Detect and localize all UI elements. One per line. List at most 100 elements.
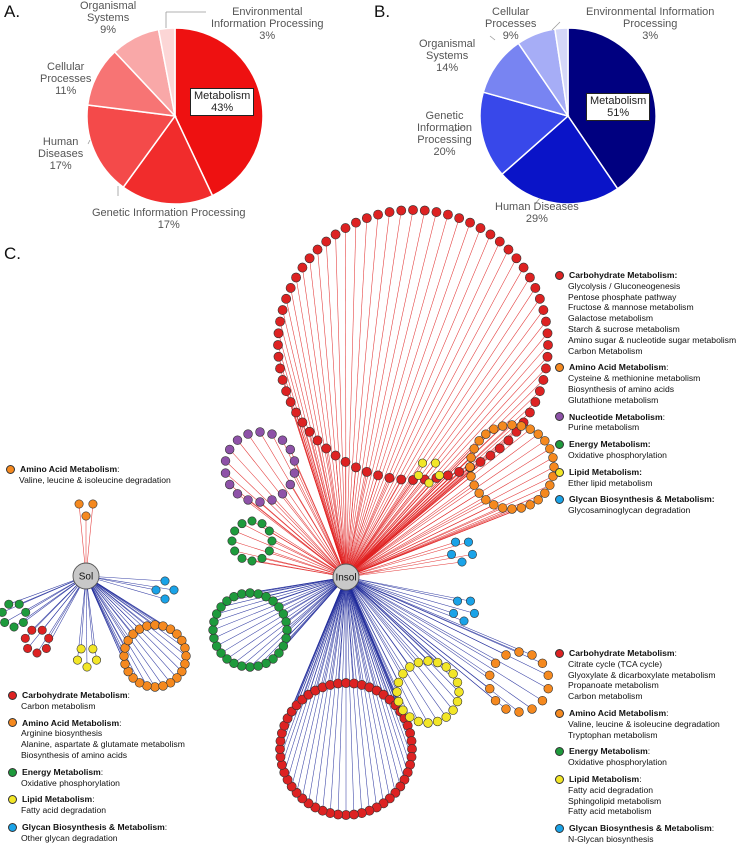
- insol-edge: [345, 433, 539, 578]
- insol-node-orange: [540, 436, 550, 446]
- insol-edge: [337, 576, 347, 684]
- insol-node-orange: [516, 503, 527, 513]
- insol-node-green: [268, 596, 278, 606]
- legend-item: Carbon metabolism: [21, 700, 96, 711]
- legend-title: Amino Acid Metabolism: [20, 464, 118, 474]
- sol-node-orange: [165, 624, 176, 634]
- insol-node-blue: [451, 537, 461, 547]
- insol-edge: [345, 576, 384, 804]
- insol-edge: [345, 541, 469, 578]
- insol-node-red: [542, 351, 553, 362]
- insol-node-yellow: [434, 470, 444, 480]
- insol-node-red: [485, 450, 496, 461]
- pie-a-label-organismal: Organismal Systems 9%: [80, 0, 137, 36]
- legend-dot-orange: [8, 718, 17, 728]
- insol-node-orange: [516, 421, 527, 431]
- legend-item: Pentose phosphate pathway: [568, 291, 677, 302]
- sol-edge: [8, 575, 87, 605]
- insol-node-green: [267, 536, 277, 546]
- insol-edge: [345, 576, 377, 808]
- sol-edge: [85, 575, 186, 665]
- pie-b-slice-genetic-information-processing: [479, 91, 570, 176]
- legend-heading: Glycan Biosynthesis & Metabolism:: [8, 822, 213, 833]
- legend-title-colon: :: [127, 690, 130, 700]
- insol-node-orange: [474, 488, 484, 498]
- insol-node-red: [321, 236, 332, 247]
- legend-title: Lipid Metabolism:: [569, 466, 643, 477]
- insol-node-red: [475, 457, 486, 467]
- insol-edge: [345, 433, 487, 578]
- legend-item: Glycosaminoglycan degradation: [568, 505, 691, 516]
- insol-edge: [309, 258, 347, 578]
- insol-node-yellow: [414, 470, 424, 480]
- sol-edge: [85, 575, 88, 668]
- insol-edge: [345, 576, 490, 676]
- insol-node-purple: [285, 479, 296, 490]
- insol-node-purple: [289, 456, 300, 466]
- sol-node-green: [0, 607, 7, 617]
- insol-edge: [294, 472, 347, 578]
- insol-node-red: [530, 397, 541, 407]
- insol-node-orange: [527, 650, 537, 660]
- insol-node-orange: [490, 696, 501, 706]
- insol-node-blue: [463, 537, 473, 547]
- insol-node-yellow: [398, 669, 408, 679]
- sol-node-red: [23, 643, 33, 653]
- insol-node-red: [361, 466, 372, 477]
- insol-node-red: [454, 466, 465, 477]
- insol-node-purple: [255, 427, 265, 437]
- insol-node-blue: [459, 616, 469, 626]
- insol-node-red: [396, 474, 407, 485]
- insol-node-blue: [449, 608, 459, 618]
- legend-dot-blue: [555, 824, 564, 834]
- legend-item: Fatty acid degradation: [21, 805, 107, 816]
- legend-heading: Amino Acid Metabolism:: [6, 464, 206, 475]
- legend-item: Glycolysis / Gluconeogenesis: [568, 280, 681, 291]
- pie-b-slice-environmental-information-processing: [554, 27, 569, 117]
- sol-edge: [85, 575, 140, 683]
- insol-node-yellow: [432, 657, 443, 668]
- insol-node-green: [257, 553, 267, 563]
- sol-node-orange: [134, 678, 145, 688]
- insol-edge: [345, 234, 491, 578]
- insol-edge: [234, 530, 347, 578]
- insol-edge: [271, 499, 347, 578]
- insol-edge: [345, 576, 399, 683]
- pie-b-label-genetic: Genetic Information Processing 20%: [417, 110, 473, 158]
- insol-edge: [287, 576, 347, 780]
- insol-node-green: [229, 658, 239, 669]
- insol-node-yellow: [448, 669, 458, 679]
- legend-group: Amino Acid Metabolism:Cysteine & methion…: [555, 362, 740, 405]
- insol-node-yellow: [432, 716, 443, 727]
- sol-edge: [85, 575, 156, 688]
- sol-hub-label: Sol: [79, 572, 93, 583]
- insol-node-yellow: [423, 718, 433, 728]
- insol-node-green: [281, 617, 291, 627]
- insol-node-red: [431, 207, 442, 217]
- insol-edge: [345, 576, 549, 689]
- legend-dot-yellow: [555, 467, 564, 477]
- insol-edge: [296, 576, 347, 706]
- insol-edge: [315, 576, 347, 691]
- insol-edge: [237, 440, 347, 578]
- insol-edge: [345, 576, 471, 602]
- insol-node-yellow: [441, 712, 451, 722]
- sol-edge: [85, 575, 178, 679]
- legend-dot-orange: [555, 363, 564, 373]
- insol-node-red: [297, 262, 308, 273]
- sol-edge: [13, 575, 87, 628]
- sol-edge: [46, 575, 87, 649]
- sol-hub: [72, 562, 100, 590]
- insol-edge: [231, 540, 347, 578]
- pie-a-pie: [86, 27, 264, 205]
- insol-edge: [345, 333, 548, 578]
- insol-node-red: [273, 328, 284, 339]
- legend-item: Cysteine & methionine metabolism: [568, 373, 701, 384]
- insol-node-orange: [490, 658, 501, 668]
- legend-group: Carbohydrate Metabolism:Glycolysis / Glu…: [555, 270, 740, 356]
- legend-item: Biosynthesis of amino acids: [21, 749, 128, 760]
- insol-node-red: [538, 305, 549, 315]
- sol-edge: [85, 575, 183, 672]
- legend-item: Purine metabolism: [568, 422, 640, 433]
- sol-node-orange: [123, 635, 133, 646]
